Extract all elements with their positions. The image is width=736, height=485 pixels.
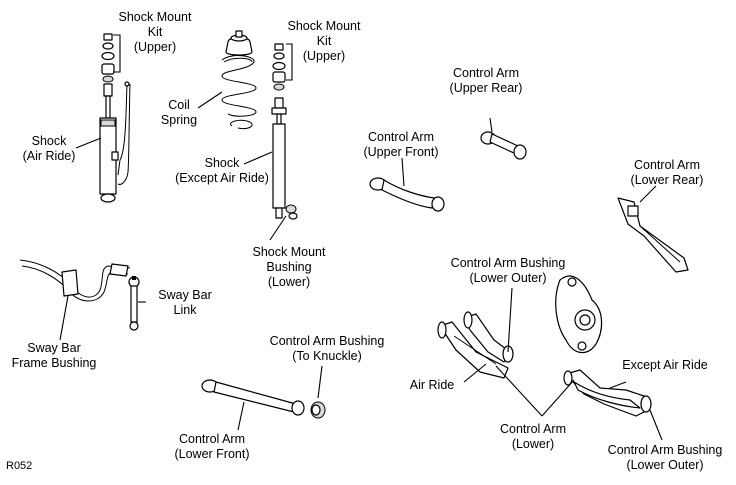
shock-except-air-ride-part: [271, 97, 298, 220]
label-control-arm-lower-front: Control Arm(Lower Front): [174, 432, 250, 461]
sway-bar-part: [19, 259, 131, 302]
shock-mount-kit-right-bracket: [286, 43, 293, 81]
label-control-arm-lower-rear: Control Arm(Lower Rear): [630, 158, 704, 187]
label-shock-air-ride: Shock(Air Ride): [22, 134, 76, 163]
label-control-arm-bushing-to-knuckle: Control Arm Bushing(To Knuckle): [269, 334, 385, 363]
label-control-arm-bushing-lower-outer-bottom: Control Arm Bushing(Lower Outer): [607, 443, 723, 472]
label-control-arm-upper-front: Control Arm(Upper Front): [363, 130, 439, 159]
control-arm-upper-front-part: [369, 177, 445, 212]
control-arm-lower-air-ride-part: [437, 311, 514, 379]
label-air-ride: Air Ride: [409, 378, 455, 392]
coil-spring-part: [221, 30, 257, 129]
label-control-arm-lower: Control Arm(Lower): [500, 422, 566, 451]
label-control-arm-upper-rear: Control Arm(Upper Rear): [449, 66, 523, 95]
control-arm-upper-rear-part: [480, 131, 527, 160]
leader-lines: [59, 91, 663, 441]
shock-mount-kit-left-bracket: [113, 34, 121, 73]
label-shock-except-air-ride: Shock(Except Air Ride): [175, 156, 269, 185]
control-arm-lower-front-part: [201, 379, 326, 419]
shock-air-ride-part: [99, 81, 131, 203]
control-arm-lower-rear-part: [617, 197, 689, 273]
label-except-air-ride: Except Air Ride: [622, 358, 708, 372]
label-control-arm-bushing-lower-outer-top: Control Arm Bushing(Lower Outer): [450, 256, 566, 285]
sway-bar-link-part: [128, 276, 140, 331]
shock-mount-kit-left-part: [101, 33, 115, 83]
control-arm-lower-except-air-ride-part: [563, 369, 652, 417]
knuckle-part: [555, 275, 603, 354]
diagram-code: R052: [6, 460, 33, 472]
shock-mount-kit-right-part: [272, 43, 286, 91]
